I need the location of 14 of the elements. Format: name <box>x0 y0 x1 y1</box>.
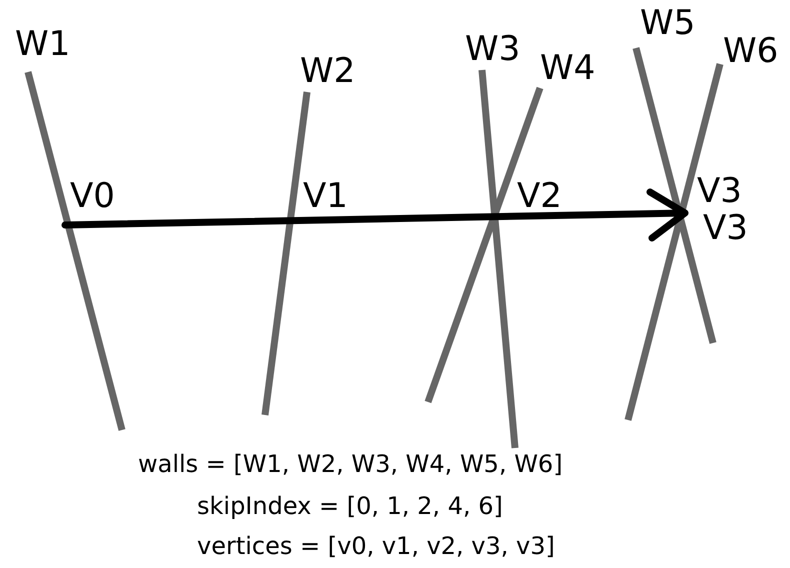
vertex-label: V2 <box>517 179 562 213</box>
code-line: walls = [W1, W2, W3, W4, W5, W6] <box>138 452 563 476</box>
wall-label: W3 <box>465 32 520 66</box>
wall-label: W4 <box>540 51 596 85</box>
vertex-label: V1 <box>303 179 348 213</box>
code-line: vertices = [v0, v1, v2, v3, v3] <box>197 534 555 558</box>
wall-label: W1 <box>15 27 70 61</box>
code-line: skipIndex = [0, 1, 2, 4, 6] <box>197 494 503 518</box>
wall-label: W5 <box>640 6 696 40</box>
wall-label: W2 <box>300 54 356 88</box>
vertex-label: V3 <box>697 174 742 208</box>
vertex-label: V0 <box>70 179 115 213</box>
wall-label: W6 <box>723 34 778 68</box>
vertex-label: V3 <box>703 211 748 245</box>
